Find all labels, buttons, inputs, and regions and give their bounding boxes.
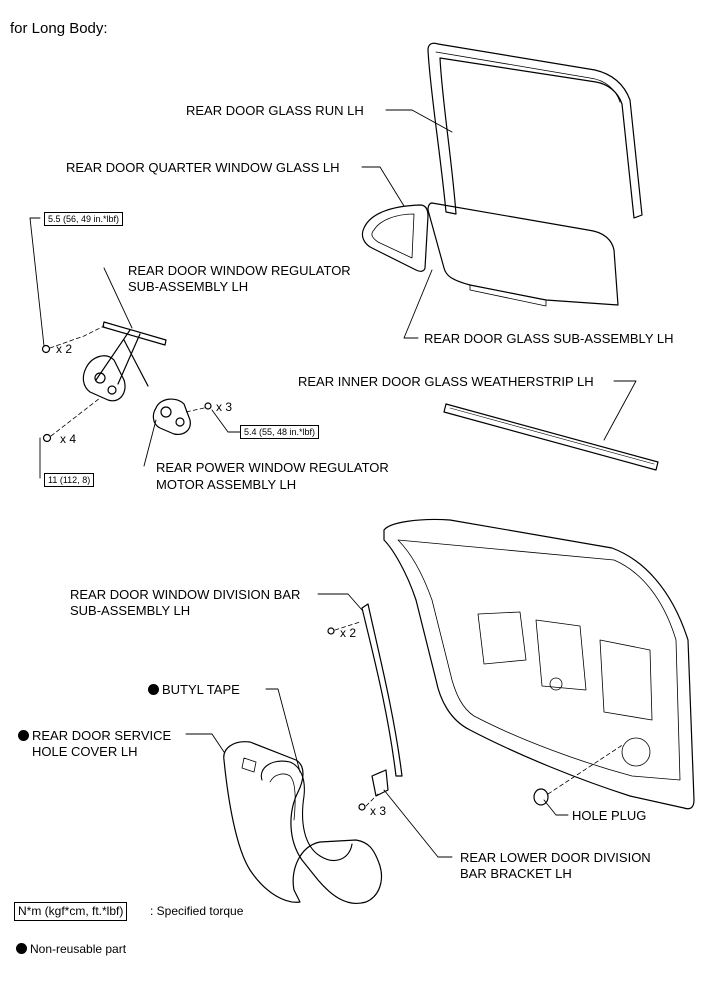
leader-lines (29, 109, 637, 858)
torque-box-regulator-bolt: 5.5 (56, 49 in.*lbf) (44, 212, 124, 226)
non-reusable-icon (148, 684, 159, 695)
quarter-window-glass-part (361, 204, 429, 272)
qty-regulator-bolt: x 2 (56, 342, 73, 356)
legend-nonreusable: Non-reusable part (16, 942, 126, 956)
label-glass-run: REAR DOOR GLASS RUN LH (186, 103, 364, 118)
label-glass-sub: REAR DOOR GLASS SUB-ASSEMBLY LH (424, 331, 674, 346)
lower-bracket-part (371, 769, 389, 797)
division-bar-part (361, 603, 403, 777)
dashed-lines (49, 325, 625, 807)
label-hole-plug: HOLE PLUG (572, 808, 647, 823)
label-butyl-tape: BUTYL TAPE (148, 681, 240, 698)
door-glass-part (427, 202, 619, 307)
qty-bracket-nut: x 3 (370, 804, 387, 818)
label-service-cover-line2: HOLE COVER LH (32, 744, 138, 759)
hole-plug-part (533, 788, 549, 806)
label-weatherstrip: REAR INNER DOOR GLASS WEATHERSTRIP LH (298, 374, 594, 389)
label-regulator-line1: REAR DOOR WINDOW REGULATOR (128, 263, 351, 278)
label-lower-bracket-line2: BAR BRACKET LH (460, 866, 572, 881)
weatherstrip-part (443, 403, 659, 471)
service-hole-cover-part (223, 741, 383, 904)
butyl-tape-part (260, 760, 353, 861)
label-quarter-glass: REAR DOOR QUARTER WINDOW GLASS LH (66, 160, 340, 175)
label-motor-line1: REAR POWER WINDOW REGULATOR (156, 460, 389, 475)
qty-motor-bolt: x 3 (216, 400, 233, 414)
label-division-bar-line1: REAR DOOR WINDOW DIVISION BAR (70, 587, 301, 602)
label-lower-bracket-line1: REAR LOWER DOOR DIVISION (460, 850, 651, 865)
legend-torque-text: : Specified torque (150, 904, 244, 918)
torque-box-regulator-nut: 11 (112, 8) (44, 473, 95, 487)
torque-box-motor-bolt: 5.4 (55, 48 in.*lbf) (240, 425, 320, 439)
window-regulator-part (82, 321, 167, 402)
label-motor-line2: MOTOR ASSEMBLY LH (156, 477, 297, 492)
non-reusable-legend-icon (16, 943, 27, 954)
qty-regulator-nut: x 4 (60, 432, 77, 446)
fasteners (41, 344, 366, 811)
door-panel-part (383, 518, 695, 810)
label-service-cover-line1: REAR DOOR SERVICE (18, 727, 171, 744)
non-reusable-icon (18, 730, 29, 741)
regulator-motor-part (152, 398, 191, 435)
glass-run-part (427, 42, 643, 219)
label-regulator-line2: SUB-ASSEMBLY LH (128, 279, 249, 294)
label-division-bar-line2: SUB-ASSEMBLY LH (70, 603, 191, 618)
page-heading: for Long Body: (10, 20, 108, 37)
qty-division-bar-nut: x 2 (340, 626, 357, 640)
legend-torque-box: N*m (kgf*cm, ft.*lbf) (14, 902, 128, 921)
